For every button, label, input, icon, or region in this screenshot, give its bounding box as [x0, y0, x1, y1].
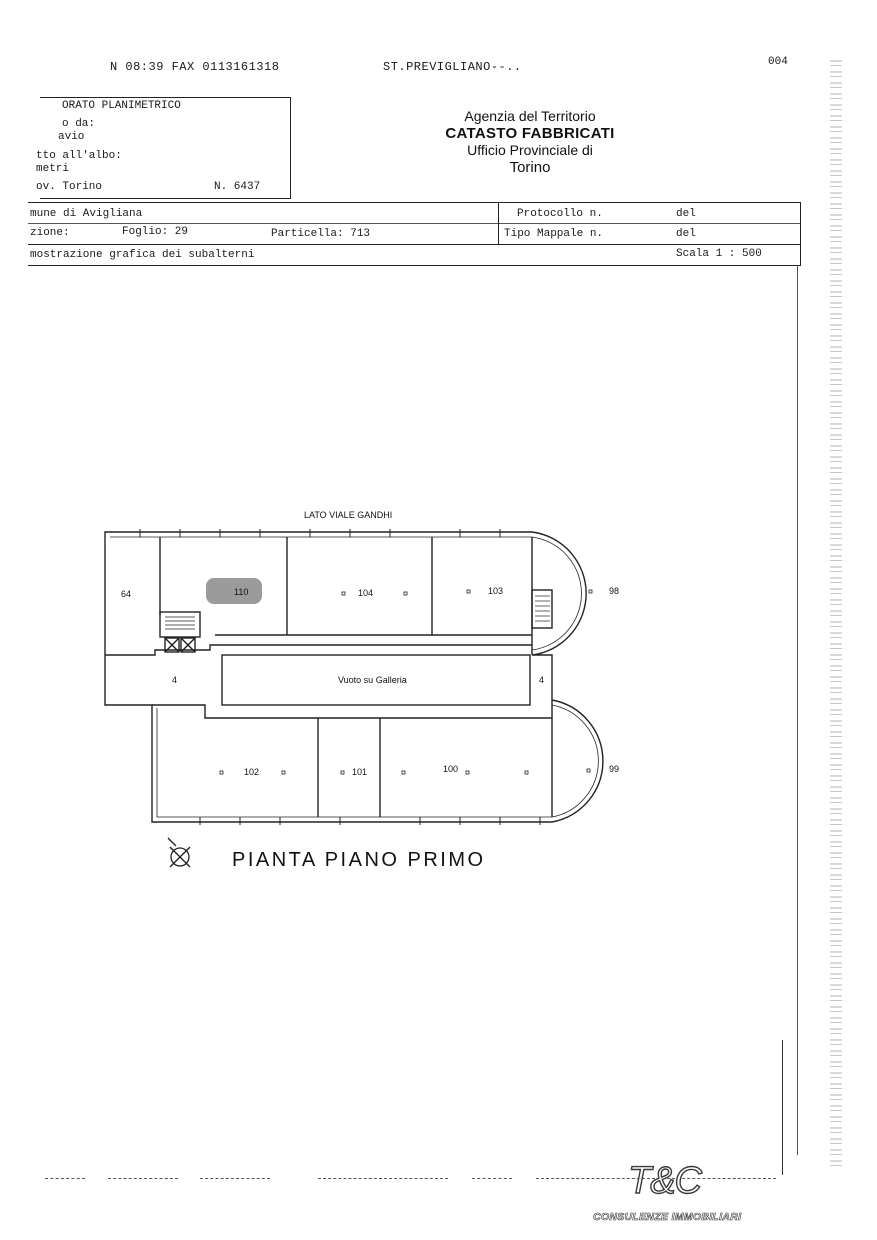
corridor-edge — [152, 700, 553, 719]
bottom-dashed-line — [200, 1178, 270, 1179]
building-inner-outline — [110, 536, 599, 818]
page-border-line — [797, 265, 798, 1155]
page-border-line — [782, 1040, 783, 1175]
corridor-4-label: 4 — [172, 675, 177, 685]
agency-name: Agenzia del Territorio — [464, 108, 596, 124]
corridor-4-label: 4 — [539, 675, 544, 685]
fax-page-number: 004 — [768, 56, 788, 68]
plan-title: PIANTA PIANO PRIMO — [232, 849, 486, 871]
room-102-label: 102 — [244, 767, 259, 777]
room-104-label: 104 — [358, 588, 373, 598]
comune-field: mune di Avigliana — [30, 208, 143, 220]
agency-city: Torino — [509, 159, 551, 176]
bottom-dashed-line — [536, 1178, 776, 1179]
room-110-label: 110 — [234, 587, 248, 597]
foglio-field: Foglio: 29 — [122, 226, 189, 238]
fax-header: N 08:39 FAX 0113161318 — [110, 60, 280, 74]
elaborato-line: avio — [58, 131, 85, 143]
room-99-label: 99 — [609, 764, 619, 774]
protocollo-date-field: del — [676, 208, 696, 220]
corridor-edge — [105, 644, 533, 656]
scale-label: Scala 1 : 500 — [676, 248, 762, 260]
fax-station: ST.PREVIGLIANO--.. — [383, 60, 522, 74]
scan-edge-noise — [830, 60, 842, 1170]
room-100-label: 100 — [443, 764, 458, 774]
agency-office: Ufficio Provinciale di — [467, 142, 593, 158]
bottom-dashed-line — [472, 1178, 512, 1179]
gallery-void-label: Vuoto su Galleria — [338, 675, 407, 685]
room-64-label: 64 — [121, 589, 131, 599]
dimostrazione-label: mostrazione grafica dei subalterni — [30, 249, 255, 261]
tc-logo: T&C — [627, 1159, 702, 1202]
elaborato-number: N. 6437 — [214, 181, 261, 193]
agency-dept: CATASTO FABBRICATI — [445, 125, 615, 142]
room-101-label: 101 — [352, 767, 367, 777]
lift-box — [164, 637, 180, 653]
table-divider — [28, 223, 800, 224]
room-110-shading — [206, 578, 262, 604]
table-divider — [28, 244, 800, 245]
stair-block — [531, 589, 553, 629]
protocollo-field: Protocollo n. — [517, 208, 603, 220]
elaborato-line: tto all'albo: — [36, 150, 122, 162]
bottom-dashed-line — [45, 1178, 85, 1179]
elaborato-line: metri — [36, 163, 70, 175]
elaborato-title: ORATO PLANIMETRICO — [62, 100, 181, 112]
elaborato-box — [40, 97, 291, 199]
sezione-field: zione: — [30, 227, 70, 239]
stair-block — [159, 611, 201, 638]
north-compass-icon — [167, 837, 191, 868]
elaborato-line: o da: — [62, 118, 96, 130]
cadastral-info-table — [28, 202, 801, 266]
street-label: LATO VIALE GANDHI — [304, 510, 392, 520]
tc-logo-subtitle: CONSULENZE IMMOBILIARI — [593, 1211, 742, 1224]
tipo-mappale-date-field: del — [676, 228, 696, 240]
table-divider — [498, 203, 499, 244]
bottom-dashed-line — [318, 1178, 448, 1179]
particella-field: Particella: 713 — [271, 228, 371, 240]
bottom-dashed-line — [108, 1178, 178, 1179]
lift-box — [180, 637, 196, 653]
gallery-void — [221, 654, 531, 706]
elaborato-province: ov. Torino — [36, 181, 103, 193]
tipo-mappale-field: Tipo Mappale n. — [504, 228, 604, 240]
room-103-label: 103 — [488, 586, 503, 596]
room-98-label: 98 — [609, 586, 619, 596]
agency-block: Agenzia del Territorio CATASTO FABBRICAT… — [420, 108, 640, 176]
